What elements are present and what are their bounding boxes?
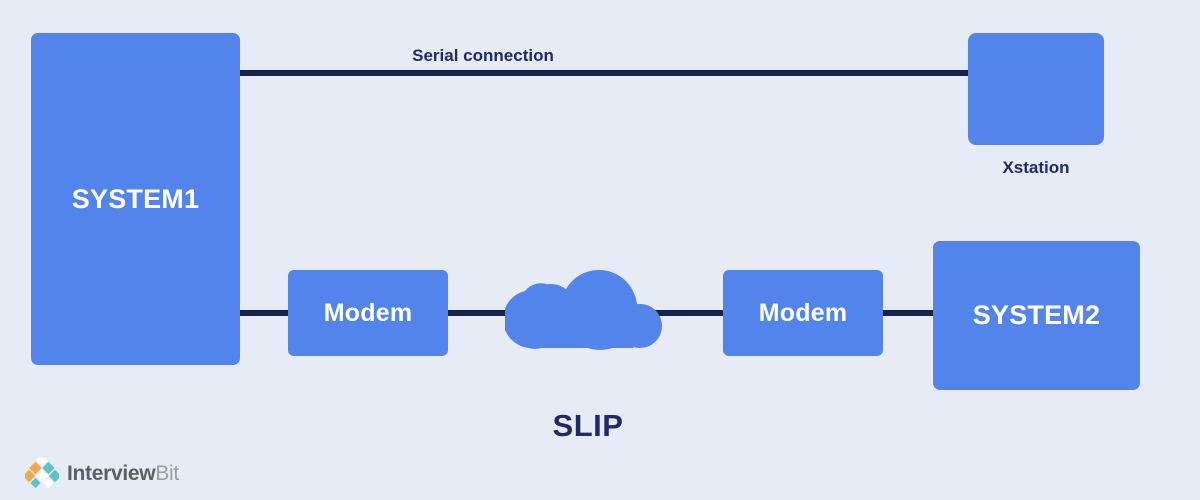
logo-word-interview: Interview (67, 461, 156, 485)
logo-word-bit: Bit (155, 461, 179, 485)
network-cloud-icon (505, 256, 670, 350)
node-system2: SYSTEM2 (933, 241, 1140, 390)
connection-line-modem2-system2 (879, 310, 937, 316)
connection-line-modem1-cloud (444, 310, 528, 316)
node-modem-left: Modem (288, 270, 448, 356)
node-system1: SYSTEM1 (31, 33, 240, 365)
interviewbit-wordmark: InterviewBit (67, 463, 179, 484)
node-xstation (968, 33, 1104, 145)
node-modem-right: Modem (723, 270, 883, 356)
xstation-label: Xstation (1002, 158, 1070, 177)
connection-line-cloud-modem2 (648, 310, 727, 316)
interviewbit-diamond-logo-icon (25, 458, 59, 488)
connection-line-system1-modem1 (238, 310, 292, 316)
diagram-title-slip: SLIP (552, 408, 624, 443)
interviewbit-logo: InterviewBit (25, 458, 179, 488)
connection-line-system1-xstation (238, 70, 970, 76)
serial-connection-label: Serial connection (412, 46, 554, 65)
